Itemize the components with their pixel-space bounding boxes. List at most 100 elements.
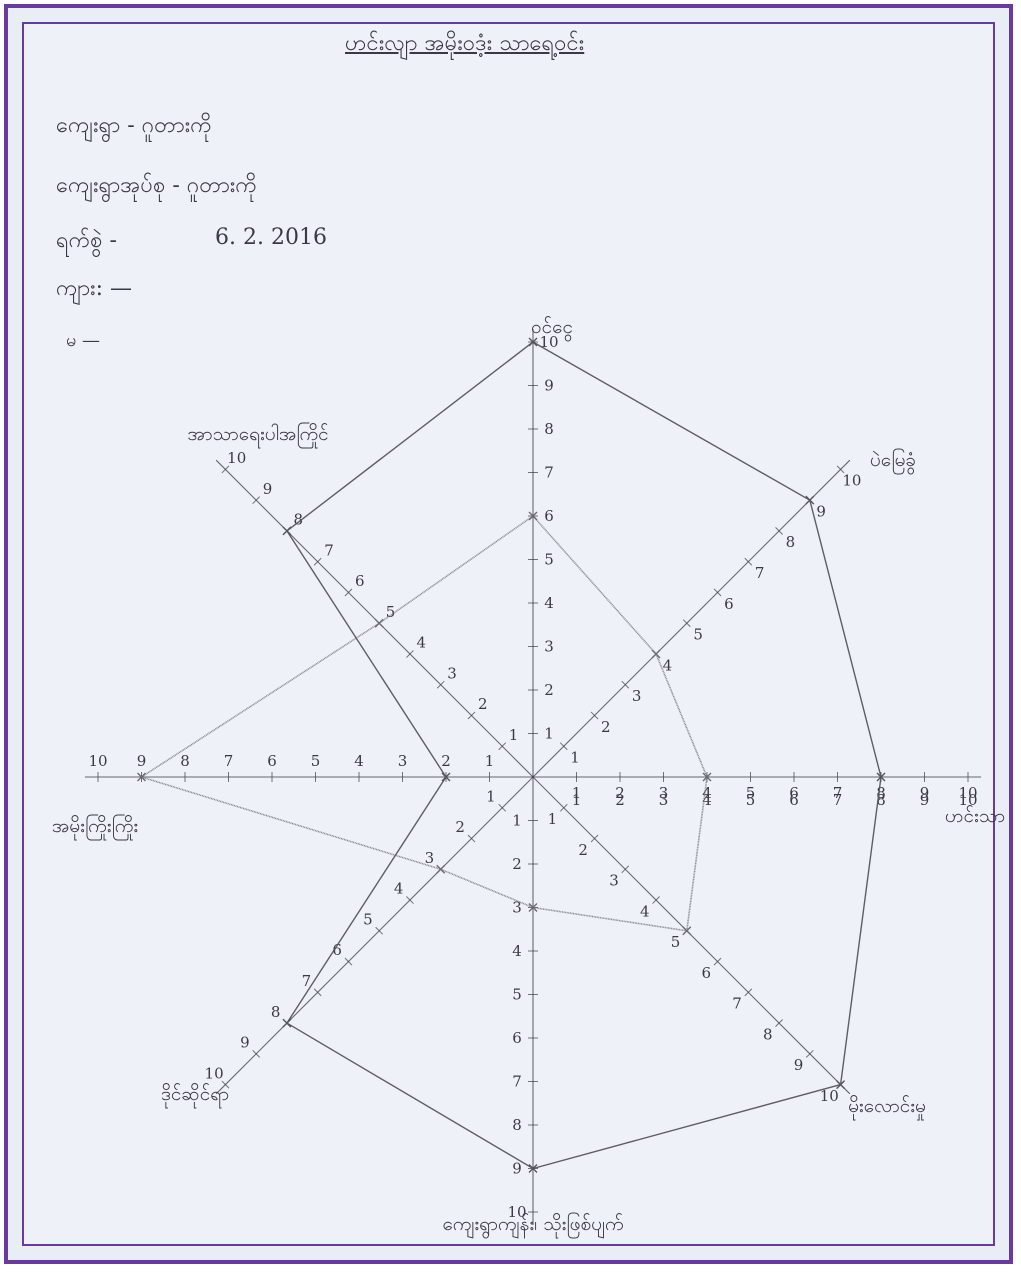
tick-label: 9 bbox=[816, 502, 826, 520]
data-point bbox=[651, 649, 661, 659]
tick-label: 9 bbox=[920, 784, 930, 802]
tick-label: 10 bbox=[958, 784, 977, 802]
female-count-field: မ — bbox=[66, 330, 101, 351]
tick-mark bbox=[252, 1049, 261, 1058]
data-point bbox=[282, 1018, 292, 1028]
axis-label-7: အာသာရေးပါအကြိုင် bbox=[187, 421, 329, 449]
village-tract-field: ကျေးရွာအုပ်စု - ဂူတားကို bbox=[56, 173, 257, 198]
tick-mark bbox=[313, 557, 322, 566]
tick-label: 5 bbox=[386, 603, 396, 621]
tick-label: 4 bbox=[663, 656, 673, 674]
tick-label: 10 bbox=[820, 1087, 839, 1105]
tick-label: 9 bbox=[544, 377, 554, 395]
tick-mark bbox=[559, 803, 568, 812]
tick-label: 6 bbox=[355, 572, 365, 590]
paper-sheet bbox=[22, 22, 995, 1246]
tick-label: 10 bbox=[205, 1064, 224, 1082]
axis-line-7 bbox=[215, 459, 534, 778]
tick-label: 1 bbox=[544, 725, 554, 743]
data-point bbox=[528, 337, 538, 347]
tick-mark bbox=[559, 742, 568, 751]
tick-label: 6 bbox=[544, 507, 554, 525]
axis-label-2: ဟင်းသာ bbox=[945, 804, 1005, 827]
tick-label: 8 bbox=[544, 420, 554, 438]
tick-label: 3 bbox=[659, 784, 669, 802]
tick-label: 7 bbox=[324, 541, 334, 559]
male-count-field: ကျား: — bbox=[56, 276, 133, 301]
data-point bbox=[374, 618, 384, 628]
tick-label: 3 bbox=[544, 638, 554, 656]
tick-label: 4 bbox=[354, 752, 364, 770]
tick-label: 6 bbox=[789, 784, 799, 802]
tick-mark bbox=[744, 988, 753, 997]
chart-title: ဟင်းလျာ အမိုးဝဒံ့း သာရေ့ဝင်း bbox=[345, 31, 585, 56]
data-point bbox=[682, 926, 692, 936]
data-point bbox=[876, 772, 886, 782]
tick-mark bbox=[775, 527, 783, 535]
tick-label: 6 bbox=[332, 941, 342, 959]
tick-mark bbox=[313, 988, 322, 997]
tick-label: 9 bbox=[137, 752, 147, 770]
tick-mark bbox=[590, 834, 599, 843]
tick-label: 3 bbox=[512, 899, 522, 917]
tick-label: 1 bbox=[486, 787, 496, 805]
tick-label: 7 bbox=[544, 464, 554, 482]
tick-label: 3 bbox=[425, 849, 435, 867]
series-polygon-1 bbox=[139, 514, 708, 932]
tick-mark bbox=[221, 1080, 230, 1089]
tick-label: 3 bbox=[398, 752, 408, 770]
tick-label: 10 bbox=[507, 1203, 526, 1221]
tick-label: 6 bbox=[789, 791, 799, 809]
tick-label: 8 bbox=[876, 791, 886, 809]
axis-label-1: ပဲမြေခွံ bbox=[870, 447, 916, 475]
tick-label: 8 bbox=[876, 784, 886, 802]
tick-label: 6 bbox=[512, 1029, 522, 1047]
tick-label: 10 bbox=[958, 791, 977, 809]
tick-label: 10 bbox=[842, 472, 861, 490]
tick-label: 8 bbox=[293, 511, 303, 529]
tick-label: 1 bbox=[548, 810, 558, 828]
tick-label: 2 bbox=[578, 841, 588, 859]
tick-label: 2 bbox=[478, 695, 488, 713]
tick-mark bbox=[406, 896, 414, 904]
tick-mark bbox=[221, 465, 230, 474]
tick-label: 7 bbox=[833, 791, 843, 809]
tick-label: 6 bbox=[267, 752, 277, 770]
data-point bbox=[441, 772, 451, 782]
data-point bbox=[436, 864, 446, 874]
tick-mark bbox=[713, 588, 722, 597]
tick-label: 7 bbox=[302, 972, 312, 990]
tick-label: 8 bbox=[786, 533, 796, 551]
tick-label: 8 bbox=[271, 1003, 281, 1021]
tick-mark bbox=[344, 588, 353, 597]
axis-line-5 bbox=[215, 776, 534, 1095]
tick-label: 9 bbox=[794, 1056, 804, 1074]
tick-label: 2 bbox=[441, 752, 451, 770]
axis-line-3 bbox=[532, 776, 851, 1095]
tick-label: 5 bbox=[311, 752, 321, 770]
date-value: 6. 2. 2016 bbox=[215, 225, 327, 250]
data-point bbox=[528, 1164, 538, 1173]
tick-mark bbox=[682, 619, 691, 628]
tick-label: 4 bbox=[417, 634, 427, 652]
tick-label: 3 bbox=[609, 872, 619, 890]
tick-mark bbox=[498, 803, 507, 812]
axis-label-4: ကျေးရွာကျန်း၊ သိုးဖြစ်ပျက် bbox=[442, 1211, 623, 1239]
date-label: ရက်စွဲ - bbox=[56, 228, 117, 253]
tick-label: 4 bbox=[702, 791, 712, 809]
tick-mark bbox=[498, 742, 507, 751]
tick-label: 8 bbox=[180, 752, 190, 770]
tick-mark bbox=[590, 711, 599, 720]
tick-label: 1 bbox=[512, 812, 522, 830]
tick-mark bbox=[436, 680, 445, 689]
data-point bbox=[282, 526, 292, 536]
tick-label: 7 bbox=[732, 995, 742, 1013]
axis-label-0: ဝင်ငွေ bbox=[531, 315, 573, 342]
radar-series bbox=[137, 337, 886, 1173]
axis-label-3: မိုးလောင်းမှု bbox=[848, 1094, 926, 1121]
data-point bbox=[528, 511, 538, 521]
tick-label: 1 bbox=[572, 791, 582, 809]
tick-label: 8 bbox=[512, 1116, 522, 1134]
